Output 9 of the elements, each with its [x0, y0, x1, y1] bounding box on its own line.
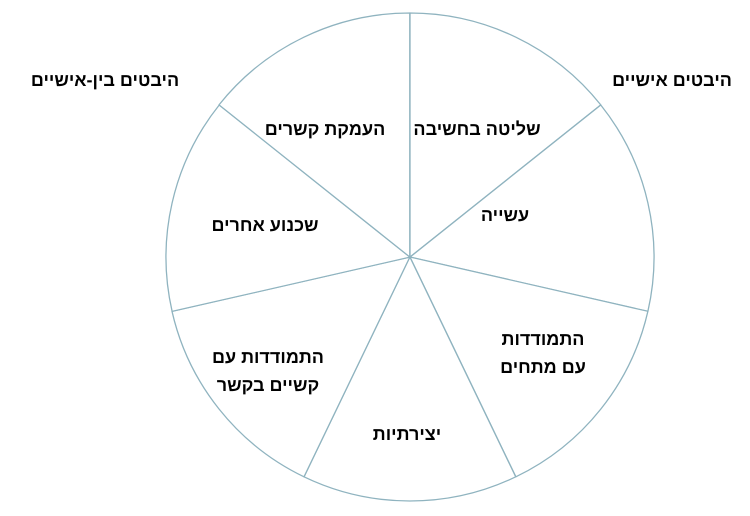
sector-label: עשייה — [480, 204, 530, 227]
sector-label: שכנוע אחרים — [211, 214, 319, 237]
sector-label: התמודדות עם מתחים — [499, 328, 587, 379]
category-heading: היבטים בין-אישיים — [30, 69, 180, 91]
category-heading: היבטים אישיים — [612, 69, 732, 91]
sector-label: שליטה בחשיבה — [413, 118, 541, 141]
sector-label: התמודדות עם קשיים בקשר — [210, 346, 325, 397]
sector-label: העמקת קשרים — [264, 118, 386, 141]
sector-label: יצירתיות — [372, 423, 442, 446]
